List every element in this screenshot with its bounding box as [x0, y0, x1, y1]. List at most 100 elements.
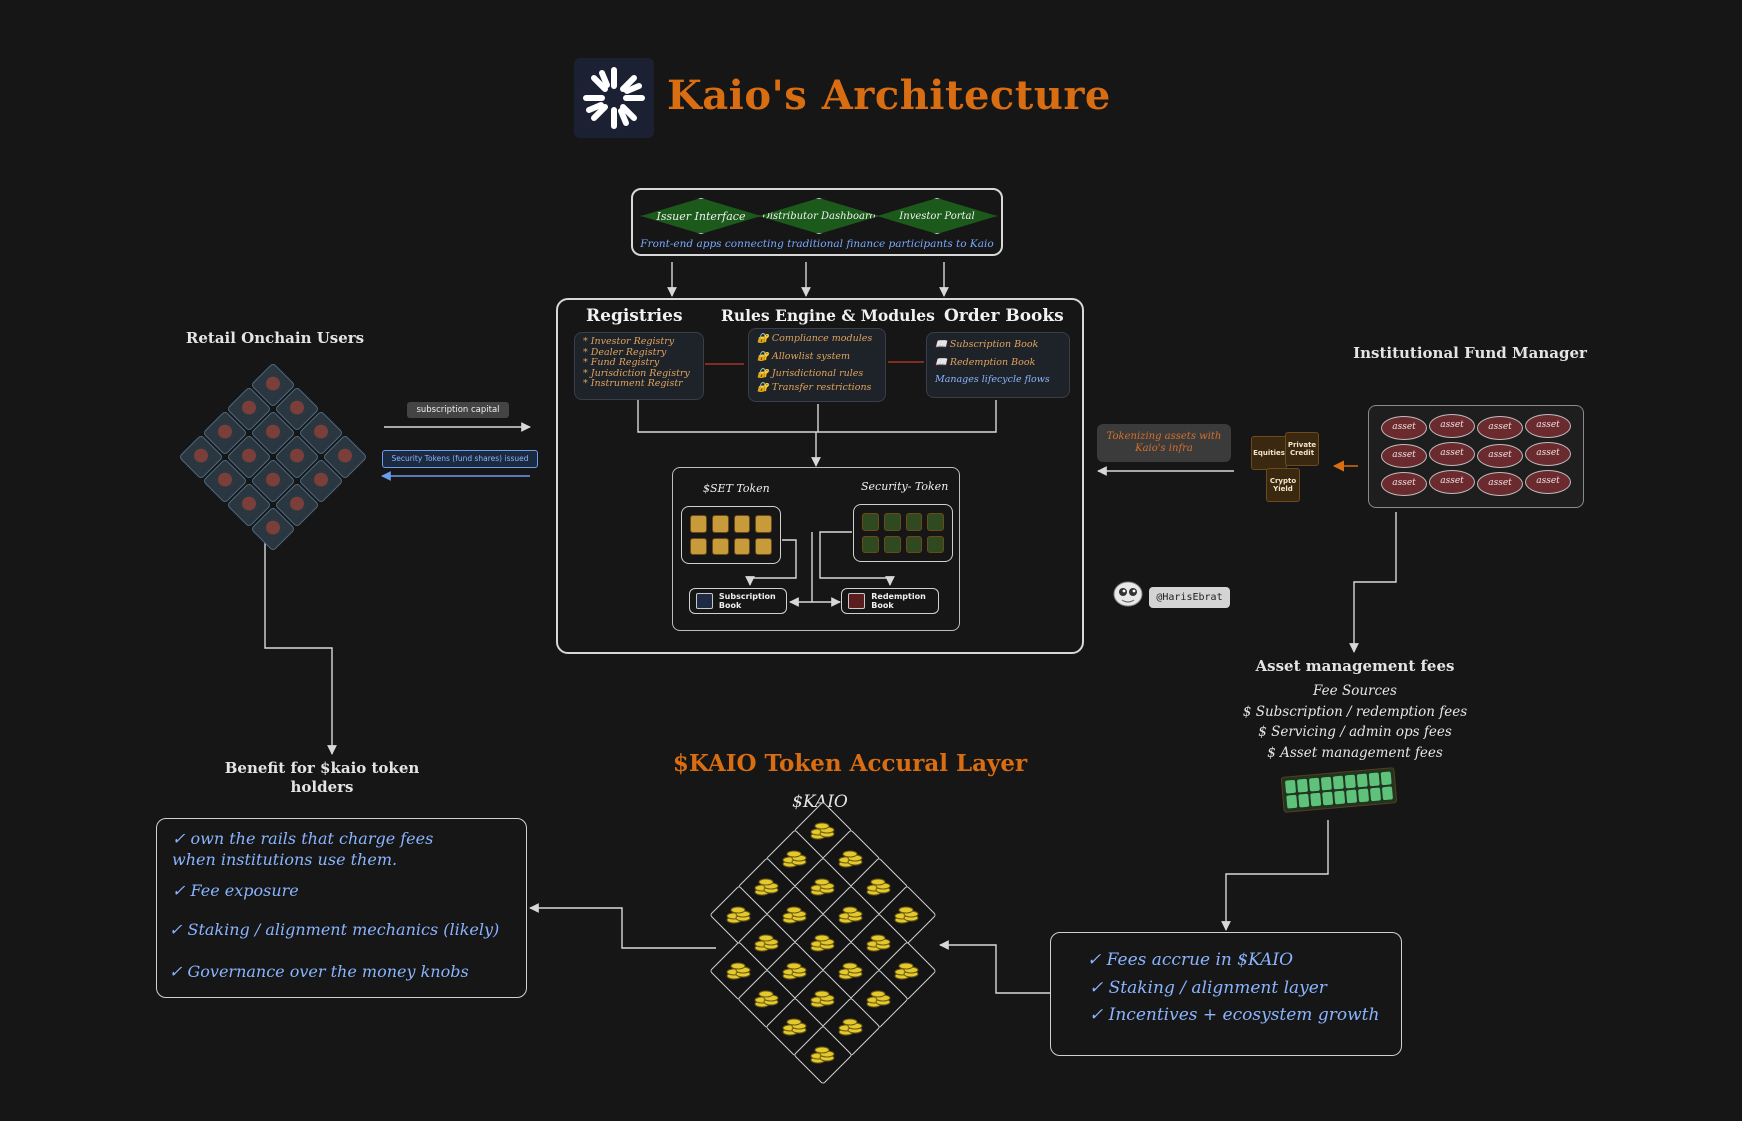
coin-stack-icon — [838, 906, 863, 924]
author-handle[interactable]: @HarisEbrat — [1149, 587, 1230, 608]
rules-engine-title: Rules Engine & Modules — [721, 306, 935, 325]
benefit-box: ✓ own the rails that charge fees when in… — [156, 818, 527, 998]
frontend-caption: Front-end apps connecting traditional fi… — [640, 238, 994, 250]
accrual-item: ✓ Incentives + ecosystem growth — [1089, 1005, 1380, 1025]
coin-stack-icon — [754, 878, 779, 896]
robot-avatar-icon — [1113, 581, 1143, 607]
page-title: Kaio's Architecture — [667, 72, 1111, 119]
coin-stack-icon — [866, 934, 891, 952]
issuer-interface-node: Issuer Interface — [641, 198, 761, 234]
rule-item: 🔐 Compliance modules — [757, 333, 873, 344]
coin-stack-icon — [726, 906, 751, 924]
set-token-card — [681, 506, 781, 564]
coin-stack-icon — [838, 1018, 863, 1036]
coin-stack-icon — [810, 934, 835, 952]
coin-stack-icon — [810, 990, 835, 1008]
crypto-yield-chip: Crypto Yield — [1266, 468, 1300, 502]
registry-item: * Instrument Registr — [583, 378, 683, 389]
benefit-item: when institutions use them. — [172, 850, 398, 869]
kaio-symbol: $KAIO — [792, 792, 848, 812]
lock-icon: 🔐 — [757, 368, 769, 379]
kaio-layer-title: $KAIO Token Accural Layer — [672, 750, 1028, 777]
coin-stack-icon — [810, 822, 835, 840]
set-token-label: $SET Token — [703, 482, 770, 495]
registry-item: * Dealer Registry — [583, 346, 667, 358]
equities-chip: Equities — [1251, 436, 1287, 470]
coin-stack-icon — [838, 850, 863, 868]
registries-module: * Investor Registry * Dealer Registry * … — [574, 332, 704, 400]
fee-sources-label: Fee Sources — [1313, 683, 1397, 699]
subscription-book-icon — [696, 593, 713, 609]
private-credit-chip: Private Credit — [1285, 432, 1319, 466]
token-layer-box: $SET Token Security- Token Subscription … — [672, 467, 960, 631]
redemption-book-label: Redemption Book — [871, 592, 926, 610]
orderbook-item: 📖 Redemption Book — [935, 356, 1036, 368]
rules-engine-module: 🔐 Compliance modules 🔐 Allowlist system … — [748, 328, 886, 402]
registry-item: * Jurisdiction Registry — [583, 367, 690, 379]
coin-stack-icon — [782, 962, 807, 980]
rule-item: 🔐 Transfer restrictions — [757, 381, 872, 393]
benefit-item: ✓ Fee exposure — [172, 881, 299, 900]
distributor-dashboard-node: Distributor Dashboard — [759, 198, 879, 234]
kaio-coin-grid — [709, 801, 950, 1085]
asset-node: asset — [1381, 416, 1427, 440]
security-token-card — [853, 504, 953, 562]
registry-item: * Fund Registry — [583, 357, 660, 368]
coin-stack-icon — [866, 990, 891, 1008]
coin-stack-icon — [810, 1046, 835, 1064]
benefit-item: ✓ Staking / alignment mechanics (likely) — [169, 920, 500, 939]
coin-stack-icon — [782, 906, 807, 924]
benefit-item: ✓ own the rails that charge fees — [172, 829, 434, 848]
retail-users-title: Retail Onchain Users — [185, 329, 365, 347]
subscription-capital-label: subscription capital — [407, 402, 509, 418]
security-token-label: Security- Token — [861, 480, 949, 493]
subscription-book-node: Subscription Book — [689, 588, 787, 614]
fee-source-item: $ Servicing / admin ops fees — [1258, 724, 1452, 740]
frontend-apps-box: Issuer Interface Distributor Dashboard I… — [631, 188, 1003, 256]
orderbook-item: Manages lifecycle flows — [935, 374, 1050, 385]
subscription-book-label: Subscription Book — [718, 592, 776, 610]
fees-title: Asset management fees — [1255, 657, 1455, 675]
asset-node: asset — [1429, 470, 1475, 494]
fund-assets-box: asset asset asset asset asset asset asse… — [1368, 405, 1584, 508]
coin-stack-icon — [838, 962, 863, 980]
fee-coins-grid — [1280, 767, 1398, 813]
asset-node: asset — [1525, 470, 1571, 494]
redemption-book-icon — [848, 593, 866, 609]
coin-stack-icon — [754, 990, 779, 1008]
accrual-item: ✓ Fees accrue in $KAIO — [1087, 950, 1294, 970]
rule-item: 🔐 Allowlist system — [757, 350, 851, 362]
accrual-box: ✓ Fees accrue in $KAIO ✓ Staking / align… — [1050, 932, 1402, 1056]
core-infrastructure-box: Registries Rules Engine & Modules Order … — [556, 298, 1084, 654]
author-avatar — [1111, 578, 1145, 610]
investor-portal-node: Investor Portal — [877, 198, 997, 234]
orderbook-item: 📖 Subscription Book — [935, 339, 1039, 350]
coin-stack-icon — [782, 850, 807, 868]
order-books-title: Order Books — [944, 306, 1064, 326]
lock-icon: 🔐 — [757, 381, 769, 393]
lock-icon: 🔐 — [757, 350, 769, 362]
coin-stack-icon — [866, 878, 891, 896]
fee-source-item: $ Asset management fees — [1267, 745, 1443, 761]
asset-node: asset — [1429, 442, 1475, 466]
coin-stack-icon — [754, 934, 779, 952]
benefit-title: Benefit for $kaio token holders — [224, 759, 420, 796]
asset-node: asset — [1381, 472, 1427, 496]
institutional-title: Institutional Fund Manager — [1353, 344, 1587, 362]
asset-node: asset — [1525, 442, 1571, 466]
asset-node: asset — [1525, 414, 1571, 438]
tokenizing-assets-label: Tokenizing assets with Kaio's infra — [1097, 424, 1231, 462]
asset-node: asset — [1381, 444, 1427, 468]
asset-node: asset — [1477, 416, 1523, 440]
kaio-logo — [574, 58, 654, 138]
redemption-book-node: Redemption Book — [841, 588, 939, 614]
asset-node: asset — [1429, 414, 1475, 438]
lock-icon: 🔐 — [757, 333, 769, 344]
retail-users-grid — [175, 362, 375, 552]
coin-stack-icon — [810, 878, 835, 896]
registries-title: Registries — [586, 306, 683, 326]
asset-node: asset — [1477, 472, 1523, 496]
rule-item: 🔐 Jurisdictional rules — [757, 368, 864, 379]
kaio-sunburst-logo-icon — [583, 67, 645, 129]
book-icon: 📖 — [935, 356, 947, 368]
